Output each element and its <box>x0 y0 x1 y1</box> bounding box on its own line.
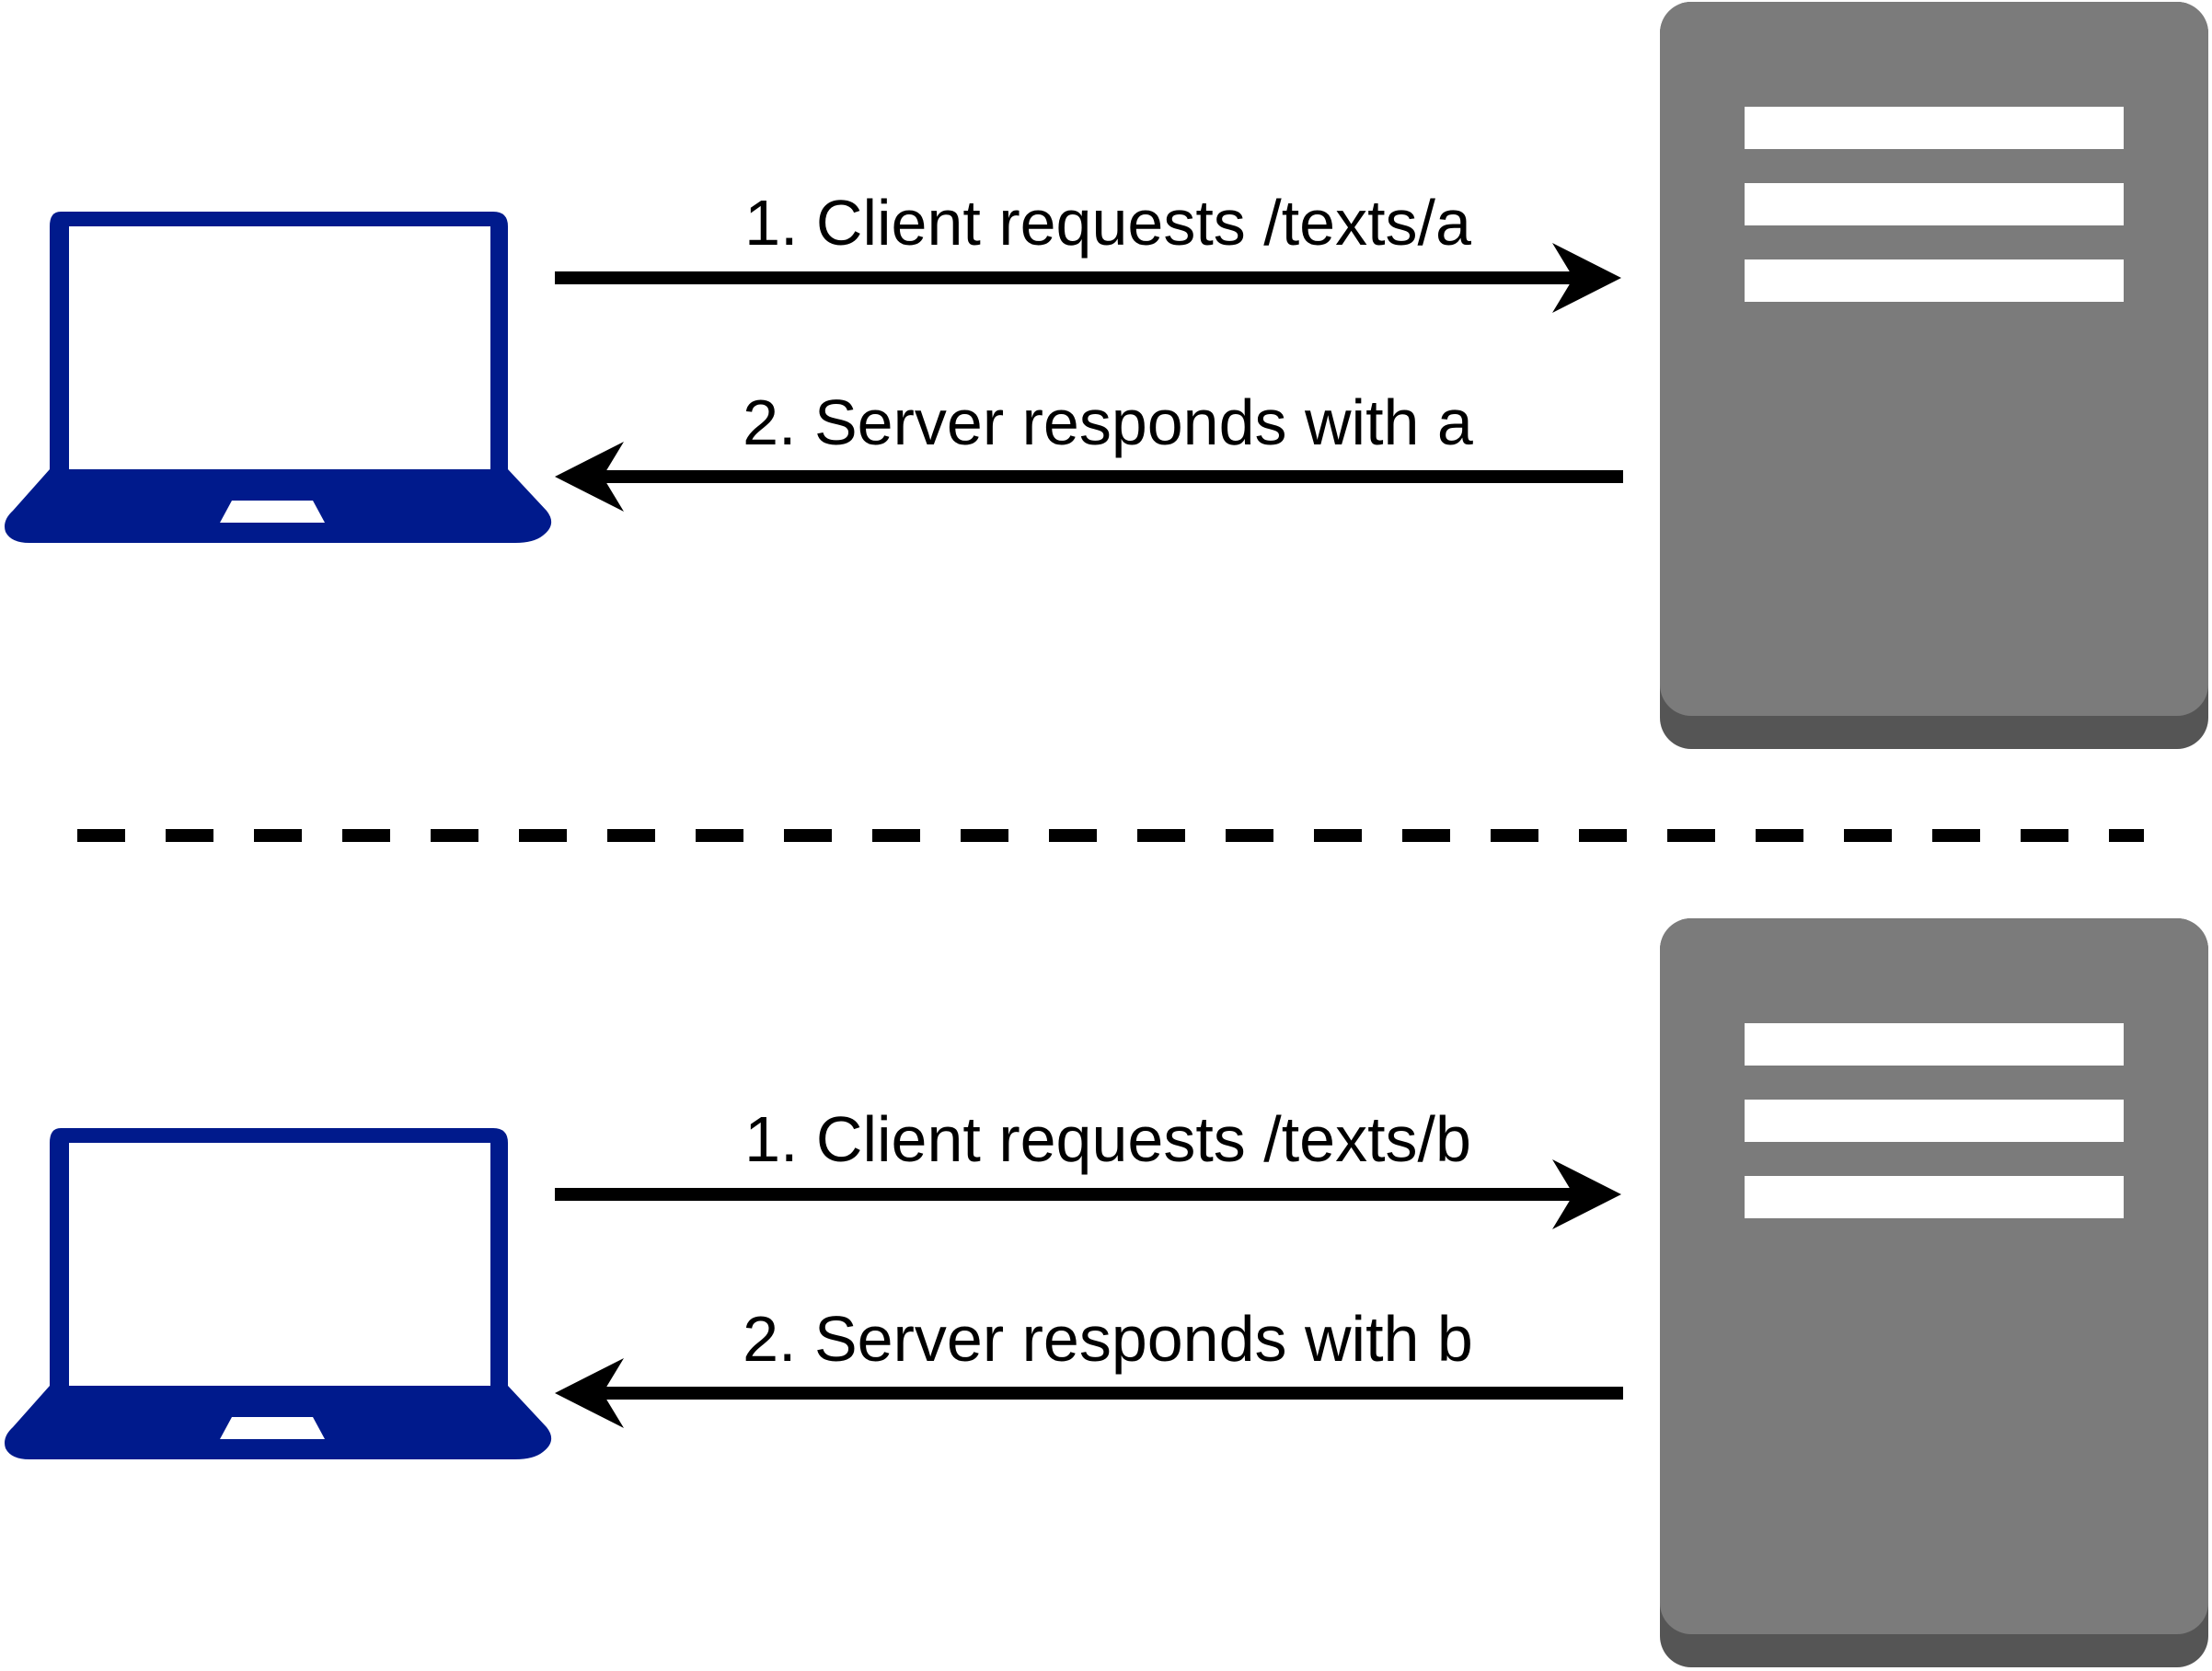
request-label: 1. Client requests /texts/a <box>744 187 1471 259</box>
server-icon <box>1660 2 2208 749</box>
request-arrow <box>555 243 1621 313</box>
response-arrow <box>555 1358 1623 1428</box>
laptop-icon <box>5 1128 552 1459</box>
response-arrow <box>555 442 1623 512</box>
response-label: 2. Server responds with b <box>743 1303 1473 1375</box>
panel-2: 1. Client requests /texts/b 2. Server re… <box>5 918 2208 1667</box>
request-label: 1. Client requests /texts/b <box>744 1103 1471 1175</box>
server-icon <box>1660 918 2208 1667</box>
laptop-icon <box>5 212 552 543</box>
request-arrow <box>555 1159 1621 1229</box>
response-label: 2. Server responds with a <box>743 386 1473 458</box>
panel-1: 1. Client requests /texts/a 2. Server re… <box>5 2 2208 749</box>
